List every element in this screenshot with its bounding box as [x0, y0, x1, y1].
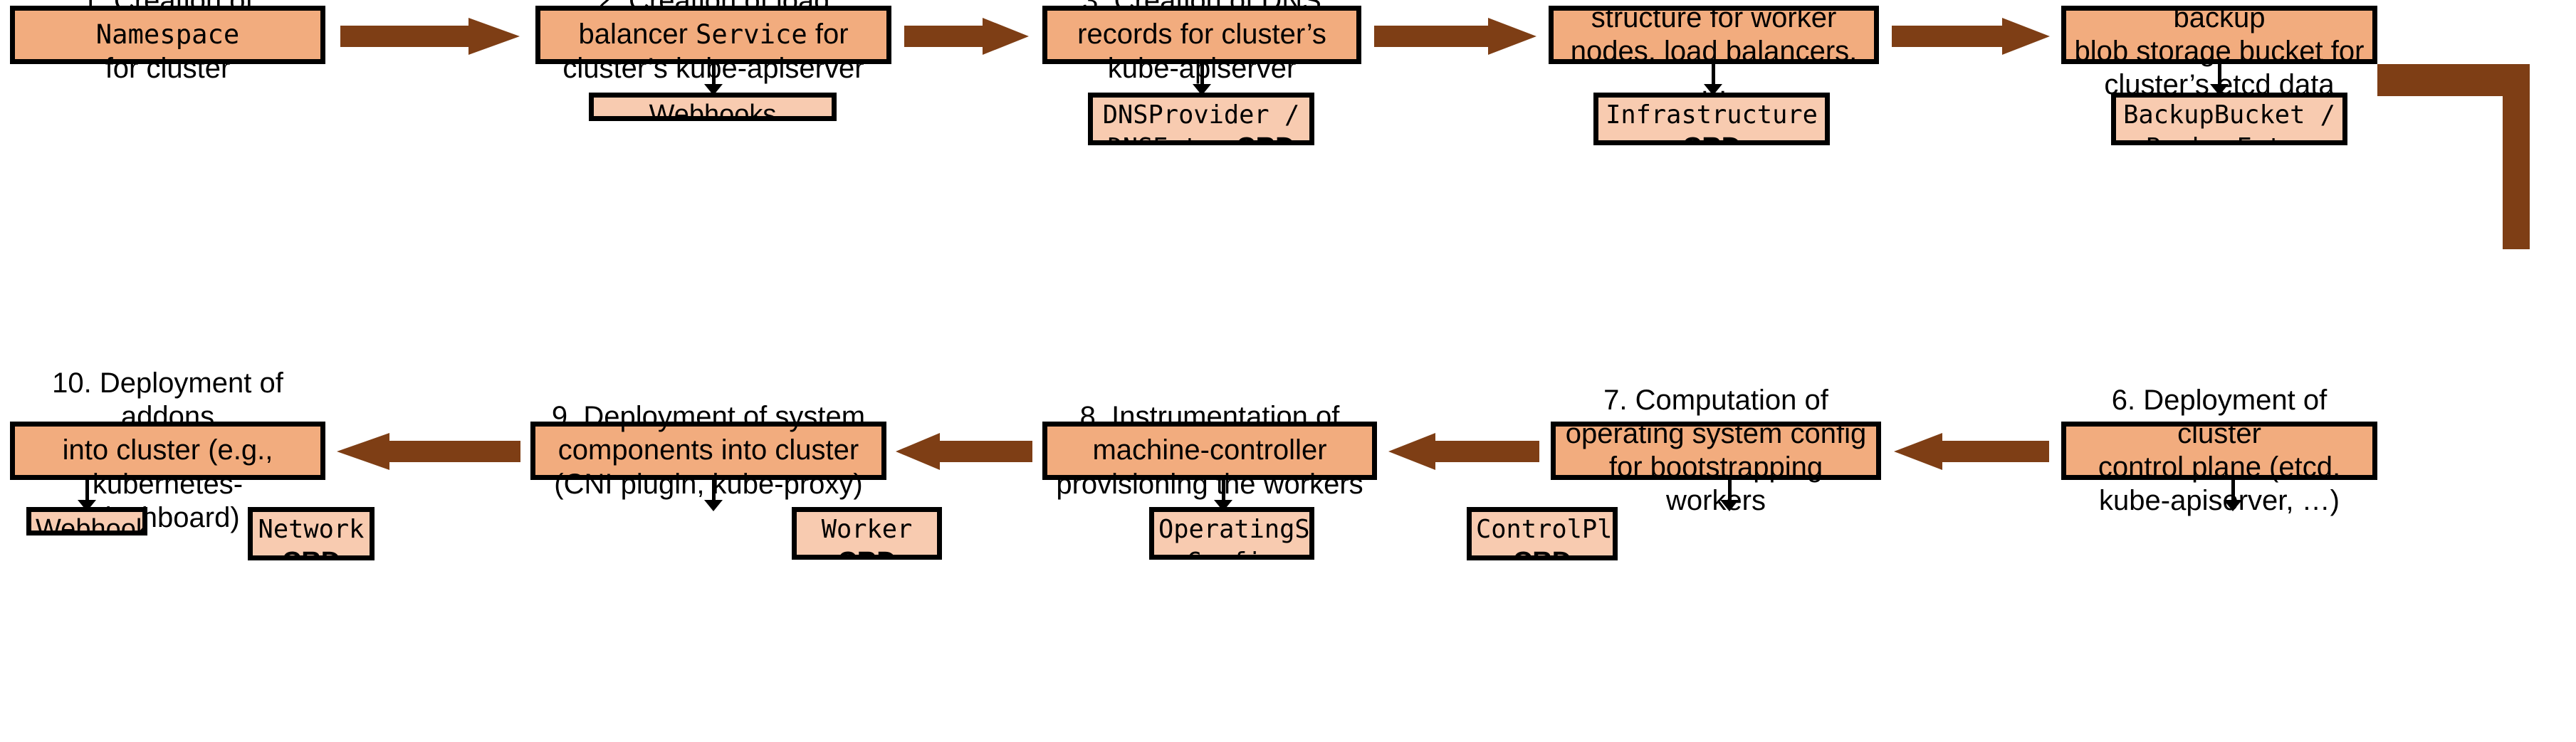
resource-cell-operatingsystemconfig-crd: OperatingSystem Config CRD	[1158, 515, 1310, 555]
resource-cell-webhooks: Webhooks	[649, 100, 777, 121]
flow-arrow-2-to-3	[904, 18, 1029, 55]
step-box-4[interactable]: 4. Preparation of infra- structure for w…	[1549, 2, 1879, 100]
resource-cell-webhooks: Webhooks	[36, 514, 142, 535]
resource-cell-network-crd: Network CRD	[258, 515, 365, 555]
step-8-label: 8. Instrumentation of machine-controller…	[1056, 401, 1363, 500]
resource-box-backupbucket-crd[interactable]: BackupBucket / BackupEntry CRD	[2111, 93, 2347, 145]
step-box-6[interactable]: 6. Deployment of cluster control plane (…	[2061, 385, 2377, 516]
resource-cell-controlplane-crd: ControlPlane CRD	[1476, 515, 1613, 555]
step-box-3[interactable]: 3. Creation of DNS records for cluster’s…	[1042, 0, 1361, 84]
connector-line-step-3	[1200, 64, 1204, 88]
connector-line-step-8	[1222, 480, 1225, 503]
resource-box-webhooks-step-2[interactable]: Webhooks	[589, 93, 837, 121]
flow-arrow-8-to-9	[896, 433, 1032, 470]
step-1-label: 1. Creation of Namespace for cluster	[82, 0, 253, 84]
resource-box-webhooks-step-10[interactable]: Webhooks	[26, 507, 147, 535]
connector-line-step-10	[85, 480, 89, 503]
connector-line-step-2	[712, 64, 716, 88]
flow-arrow-5-to-6-elbow	[2377, 21, 2576, 249]
resource-box-controlplane-crd[interactable]: ControlPlane CRD Webhooks	[1467, 507, 1618, 560]
connector-line-step-7	[1728, 480, 1732, 503]
flow-arrow-1-to-2	[340, 18, 520, 55]
connector-arrowhead-step-6	[2224, 500, 2242, 511]
step-9-label: 9. Deployment of system components into …	[551, 401, 866, 500]
connector-line-step-5	[2218, 64, 2221, 88]
connector-line-step-9	[712, 480, 716, 503]
step-box-2[interactable]: 2. Creation of load balancer Service for…	[535, 0, 891, 84]
step-box-5[interactable]: 5. Preparation of backup blob storage bu…	[2061, 2, 2377, 100]
resource-box-dns-crd[interactable]: DNSProvider / DNSEntry CRD	[1088, 93, 1314, 145]
step-box-10[interactable]: 10. Deployment of addons into cluster (e…	[10, 367, 325, 533]
resource-cell-dns-crd: DNSProvider / DNSEntry CRD	[1102, 100, 1300, 140]
flow-arrow-6-to-7	[1894, 433, 2049, 470]
step-4-label: 4. Preparation of infra- structure for w…	[1570, 1, 1858, 100]
resource-box-infrastructure-crd[interactable]: Infrastructure CRD	[1593, 93, 1830, 145]
step-6-label: 6. Deployment of cluster control plane (…	[2098, 384, 2341, 517]
step-7-label: 7. Computation of operating system confi…	[1565, 384, 1867, 517]
step-box-8[interactable]: 8. Instrumentation of machine-controller…	[1042, 401, 1377, 500]
resource-box-worker-crd[interactable]: Worker CRD	[792, 507, 942, 560]
connector-arrowhead-step-7	[1720, 500, 1739, 511]
resource-cell-backupbucket-crd: BackupBucket / BackupEntry CRD	[2123, 100, 2335, 140]
flow-arrow-9-to-10	[337, 433, 520, 470]
resource-box-network-crd[interactable]: Network CRD Webhooks	[248, 507, 375, 560]
resource-box-operatingsystemconfig-crd[interactable]: OperatingSystem Config CRD	[1149, 507, 1314, 560]
connector-arrowhead-step-9	[704, 500, 723, 511]
flow-arrow-7-to-8	[1388, 433, 1539, 470]
resource-cell-worker-crd: Worker CRD	[821, 515, 913, 555]
resource-cell-infrastructure-crd: Infrastructure CRD	[1606, 100, 1818, 140]
flow-arrow-3-to-4	[1374, 18, 1536, 55]
step-box-7[interactable]: 7. Computation of operating system confi…	[1551, 385, 1881, 516]
step-box-9[interactable]: 9. Deployment of system components into …	[530, 401, 886, 500]
step-box-1[interactable]: 1. Creation of Namespace for cluster	[10, 0, 325, 84]
flow-arrow-4-to-5	[1892, 18, 2050, 55]
connector-line-step-6	[2231, 480, 2235, 503]
connector-line-step-4	[1712, 64, 1715, 88]
